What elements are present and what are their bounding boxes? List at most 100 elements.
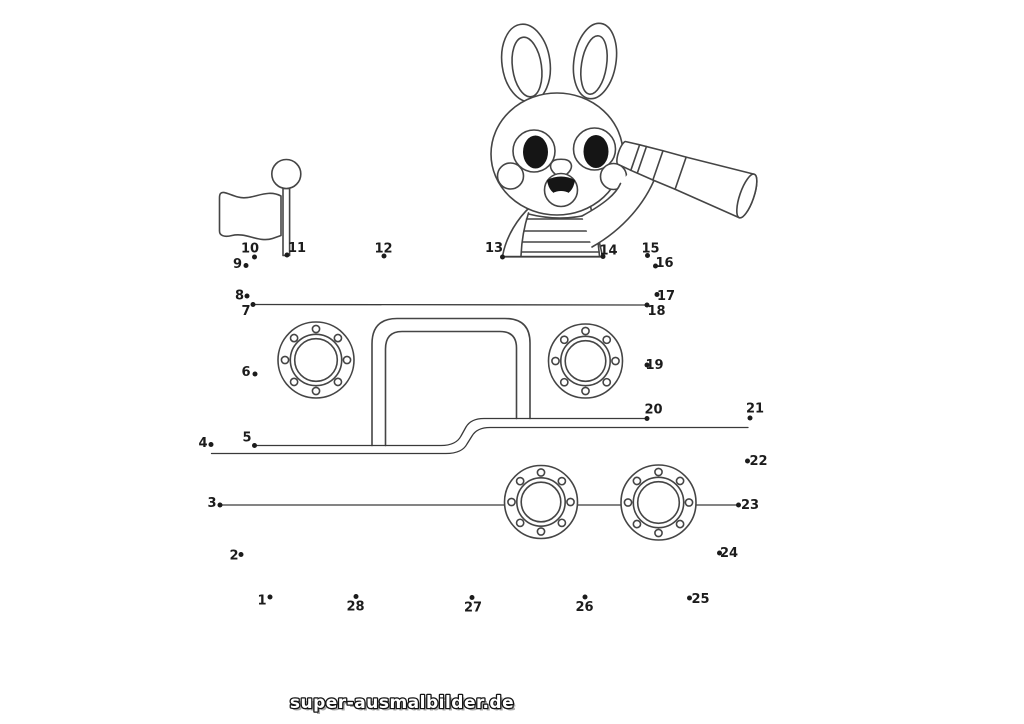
dot-1 bbox=[267, 594, 273, 600]
dot-13 bbox=[500, 254, 505, 260]
dot-24 bbox=[717, 550, 722, 556]
cabin-inner-wall bbox=[384, 330, 518, 447]
porthole-bolt bbox=[551, 356, 560, 366]
dot-23 bbox=[736, 502, 741, 508]
porthole-bolt bbox=[557, 518, 567, 528]
dot-8 bbox=[244, 293, 250, 299]
dot-label-12: 12 bbox=[374, 242, 392, 257]
dot-label-10: 10 bbox=[241, 242, 259, 257]
porthole-bolt bbox=[623, 498, 633, 507]
bunny-left-cheek bbox=[496, 162, 525, 190]
flag bbox=[218, 191, 282, 241]
porthole-bolt bbox=[611, 356, 620, 366]
dot-label-26: 26 bbox=[575, 600, 593, 615]
porthole-bolt bbox=[289, 377, 299, 387]
bunny-illustration bbox=[490, 22, 758, 258]
porthole-bolt bbox=[342, 355, 352, 365]
dot-21 bbox=[747, 415, 753, 421]
bunny-mouth bbox=[547, 176, 575, 196]
bunny-left-ear-icon bbox=[500, 23, 552, 103]
dot-16 bbox=[653, 263, 658, 269]
dot-10 bbox=[252, 254, 257, 260]
bunny-right-ear-icon bbox=[572, 22, 618, 100]
dot-label-22: 22 bbox=[749, 454, 767, 469]
dot-label-16: 16 bbox=[655, 256, 673, 271]
bunny-left-ear-inner bbox=[511, 36, 543, 98]
dot-label-9: 9 bbox=[233, 257, 242, 272]
porthole-bolt bbox=[311, 324, 321, 334]
porthole-bolt bbox=[557, 476, 567, 486]
porthole-1 bbox=[277, 321, 355, 399]
dot-25 bbox=[687, 595, 692, 601]
flag-on-pole bbox=[218, 158, 302, 257]
porthole-bolt bbox=[289, 333, 299, 343]
porthole-bolt bbox=[632, 519, 642, 529]
dot-17 bbox=[654, 292, 660, 297]
dot-5 bbox=[252, 443, 257, 448]
porthole-bolt bbox=[581, 386, 590, 396]
bunny-right-ear-inner bbox=[580, 34, 608, 96]
dot-3 bbox=[217, 502, 223, 508]
porthole-bolt bbox=[566, 497, 575, 507]
dot-15 bbox=[645, 253, 650, 258]
dot-label-2: 2 bbox=[229, 549, 238, 564]
porthole-bolt bbox=[515, 476, 525, 486]
dot-27 bbox=[469, 595, 475, 600]
dot-20 bbox=[644, 416, 650, 421]
dot-label-11: 11 bbox=[288, 241, 306, 256]
porthole-bolt bbox=[536, 527, 546, 536]
dot-9 bbox=[243, 263, 249, 268]
dot-label-1: 1 bbox=[257, 594, 266, 609]
watermark-shadow-text: super-ausmalbilder.de bbox=[292, 696, 516, 716]
porthole-bolt bbox=[632, 476, 642, 486]
dot-label-21: 21 bbox=[746, 402, 764, 417]
dot-7 bbox=[250, 302, 256, 307]
dot-11 bbox=[284, 252, 290, 258]
dot-19 bbox=[644, 362, 650, 368]
porthole-bolt bbox=[280, 355, 290, 365]
porthole-bolt bbox=[333, 333, 343, 343]
porthole-bolt bbox=[536, 468, 546, 477]
boat-cabin bbox=[371, 317, 531, 447]
dot-6 bbox=[252, 371, 258, 377]
dot-label-23: 23 bbox=[741, 498, 759, 513]
dot-label-8: 8 bbox=[235, 289, 244, 304]
watermark-text: super-ausmalbilder.de bbox=[290, 693, 514, 713]
dot-14 bbox=[600, 254, 606, 259]
flag-pole-ball bbox=[270, 158, 302, 190]
porthole-bolt bbox=[581, 326, 590, 336]
porthole-bolt bbox=[602, 335, 612, 345]
porthole-bolt bbox=[675, 519, 685, 529]
porthole-bolt bbox=[507, 497, 516, 507]
dot-label-24: 24 bbox=[720, 546, 738, 561]
dot-2 bbox=[238, 552, 244, 557]
porthole-3 bbox=[503, 464, 579, 540]
porthole-bolt bbox=[515, 518, 525, 528]
dot-label-13: 13 bbox=[485, 241, 503, 256]
dot-label-14: 14 bbox=[599, 244, 617, 259]
dot-label-19: 19 bbox=[645, 358, 663, 373]
telescope-icon bbox=[616, 140, 758, 219]
bunny-chin bbox=[550, 191, 572, 205]
portholes bbox=[277, 321, 697, 541]
dot-label-20: 20 bbox=[644, 403, 662, 418]
porthole-bolt bbox=[654, 467, 663, 477]
dot-label-27: 27 bbox=[464, 601, 482, 616]
porthole-bolt bbox=[675, 476, 685, 486]
dot-28 bbox=[353, 594, 359, 599]
dot-label-28: 28 bbox=[346, 600, 364, 615]
porthole-bolt bbox=[602, 377, 612, 387]
dot-label-17: 17 bbox=[657, 289, 675, 304]
inner-deck-line bbox=[253, 417, 648, 447]
porthole-bolt bbox=[559, 335, 569, 345]
dot-12 bbox=[381, 253, 387, 259]
dot-label-25: 25 bbox=[691, 592, 709, 607]
dot-label-7: 7 bbox=[241, 304, 250, 319]
dot-label-18: 18 bbox=[647, 304, 665, 319]
top-deck-line bbox=[252, 303, 648, 306]
dot-label-6: 6 bbox=[241, 365, 250, 380]
dot-26 bbox=[582, 594, 588, 600]
porthole-2 bbox=[547, 323, 624, 399]
